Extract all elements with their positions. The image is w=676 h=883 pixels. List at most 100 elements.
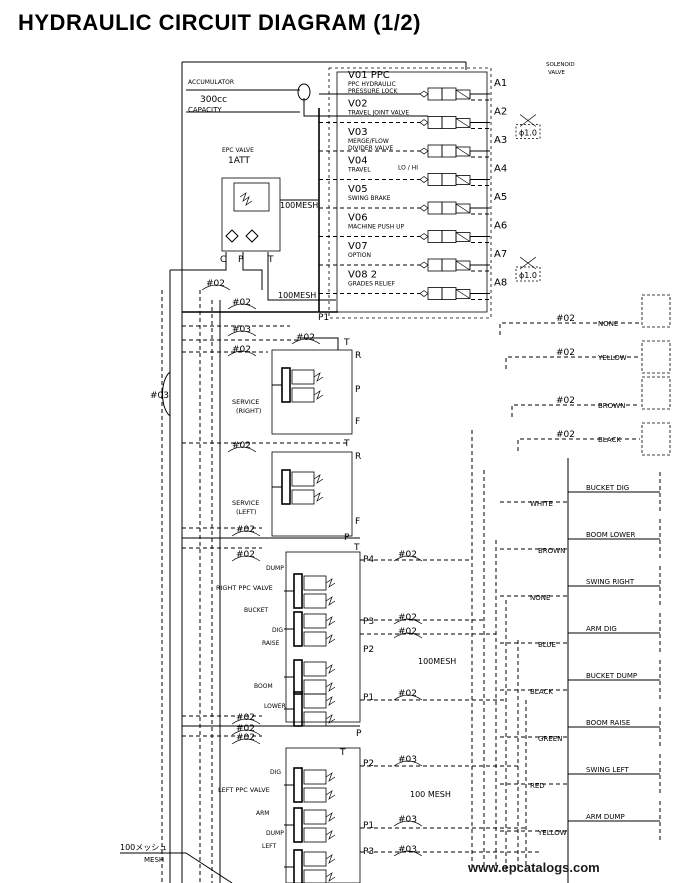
- upper-hose-color: NONE: [598, 320, 618, 328]
- valve-spool-b: [441, 144, 457, 158]
- ppc-handle: [293, 573, 303, 609]
- pilot-tag-arc-12: [227, 446, 257, 453]
- solenoid-coil-slash: [455, 289, 471, 299]
- ppc-spool-lower: [303, 679, 327, 695]
- valve-spool-a: [427, 258, 443, 272]
- ppc-spool-upper: [303, 769, 327, 785]
- solenoid-valve-line1: SOLENOID: [546, 62, 575, 68]
- service-left-port-t: T: [343, 439, 350, 449]
- orifice-symbol: [519, 114, 537, 127]
- pilot-tag-8: #02: [232, 298, 251, 308]
- pilot-tag-arc-9: [227, 330, 257, 337]
- ppc-spool-upper: [303, 693, 327, 709]
- pilot-tag-arc-13: [201, 284, 231, 291]
- ppc-spring: [313, 474, 324, 502]
- function-name: SWING RIGHT: [586, 578, 635, 586]
- epc-valve-id: 1ATT: [228, 156, 251, 166]
- solenoid-valve-line2: VALVE: [548, 70, 565, 76]
- valve-spool-a: [427, 116, 443, 129]
- ppc-spring: [325, 696, 336, 724]
- upper-hose-color: YELLOW: [597, 354, 627, 362]
- valve-desc-extra: LO / HI: [398, 165, 418, 172]
- pilot-tag-arc-15: [231, 555, 261, 562]
- function-name: ARM DUMP: [586, 813, 625, 821]
- function-name: BOOM LOWER: [586, 531, 635, 539]
- valve-spool-b: [441, 201, 457, 215]
- pilot-tag-17: #02: [236, 724, 255, 734]
- left-ppc-mesh-label: 100 MESH: [410, 790, 451, 799]
- service-right-port-t: T: [343, 338, 350, 348]
- valve-id: V02: [348, 99, 368, 110]
- spring-symbol: [419, 290, 429, 297]
- valve-id: V05: [348, 184, 368, 195]
- solenoid-coil-slash: [455, 146, 471, 157]
- ppc-spool-lower: [303, 711, 327, 727]
- accumulator-label: ACCUMULATOR: [188, 79, 234, 86]
- left-ppc-port-t: T: [339, 748, 346, 758]
- diagram-title: HYDRAULIC CIRCUIT DIAGRAM (1/2): [18, 10, 421, 35]
- pilot-tag-3: #02: [398, 627, 417, 637]
- service-right-label2: (RIGHT): [236, 407, 261, 415]
- ppc-spool-upper: [303, 809, 327, 825]
- upper-connector: [641, 422, 671, 456]
- ppc-spring: [325, 854, 336, 882]
- upper-hose-color: BLACK: [598, 436, 621, 444]
- right-ppc-port-p3: P3: [363, 617, 374, 627]
- pilot-tag-16: #02: [236, 713, 255, 723]
- upper-hose-line: [505, 356, 640, 369]
- hose-color: GREEN: [538, 735, 562, 743]
- port-label: A5: [494, 192, 507, 203]
- epc-port-c: C: [220, 255, 226, 265]
- ppc-handle: [281, 367, 291, 403]
- spring-symbol: [419, 176, 429, 183]
- spring-symbol: [419, 119, 429, 126]
- upper-connector: [641, 294, 671, 328]
- drain-line: [469, 179, 490, 186]
- valve-id: V07: [348, 241, 368, 252]
- valve-desc-line1: PPC HYDRAULIC: [348, 81, 396, 88]
- port-label: A1: [494, 78, 507, 89]
- pilot-tag-12: #02: [232, 441, 251, 451]
- function-name: SWING LEFT: [586, 766, 630, 774]
- valve-spool-b: [441, 173, 457, 186]
- spring-symbol: [419, 147, 429, 155]
- orifice-a2: ϕ1.0: [515, 114, 541, 139]
- right-ppc-lower: LOWER: [264, 703, 286, 710]
- arm-valve-b: [284, 807, 336, 843]
- valve-spool-a: [427, 87, 443, 101]
- trunk-label-03: #03: [150, 391, 169, 401]
- valve-id: V08 2: [348, 270, 377, 281]
- ppc-spool-lower: [303, 869, 327, 883]
- valve-desc-line1: MACHINE PUSH UP: [348, 224, 404, 231]
- p-line-mesh-label: 100MESH: [278, 291, 316, 300]
- upper-hose-color: BROWN: [598, 402, 625, 410]
- accumulator-volume: 300cc: [200, 95, 227, 105]
- service-right-valve: [272, 367, 324, 403]
- spring-symbol: [419, 90, 429, 98]
- drain-line: [469, 236, 490, 243]
- ppc-handle: [293, 611, 303, 647]
- pilot-tag-5: #03: [398, 755, 417, 765]
- ppc-spool-lower: [291, 489, 315, 505]
- ppc-spring: [325, 812, 336, 840]
- boom-valve: [284, 659, 336, 695]
- left-ppc-port-p3: P3: [363, 847, 374, 857]
- solenoid-coil-slash: [455, 118, 471, 128]
- ppc-spring: [313, 372, 324, 400]
- valve-spool-b: [441, 287, 457, 300]
- valve-desc-line1: TRAVEL: [347, 167, 371, 174]
- drain-line: [469, 265, 490, 272]
- ppc-spring: [325, 664, 336, 692]
- valve-desc-line2: DIVIDER VALVE: [348, 145, 393, 152]
- valve-desc-line1: MERGE/FLOW: [348, 138, 389, 145]
- pilot-tag-15: #02: [236, 550, 255, 560]
- ppc-spool-lower: [303, 827, 327, 843]
- drain-line: [469, 94, 490, 101]
- valve-desc-line1: GRADES RELIEF: [348, 281, 396, 288]
- left-ppc-dump: DUMP: [266, 830, 284, 837]
